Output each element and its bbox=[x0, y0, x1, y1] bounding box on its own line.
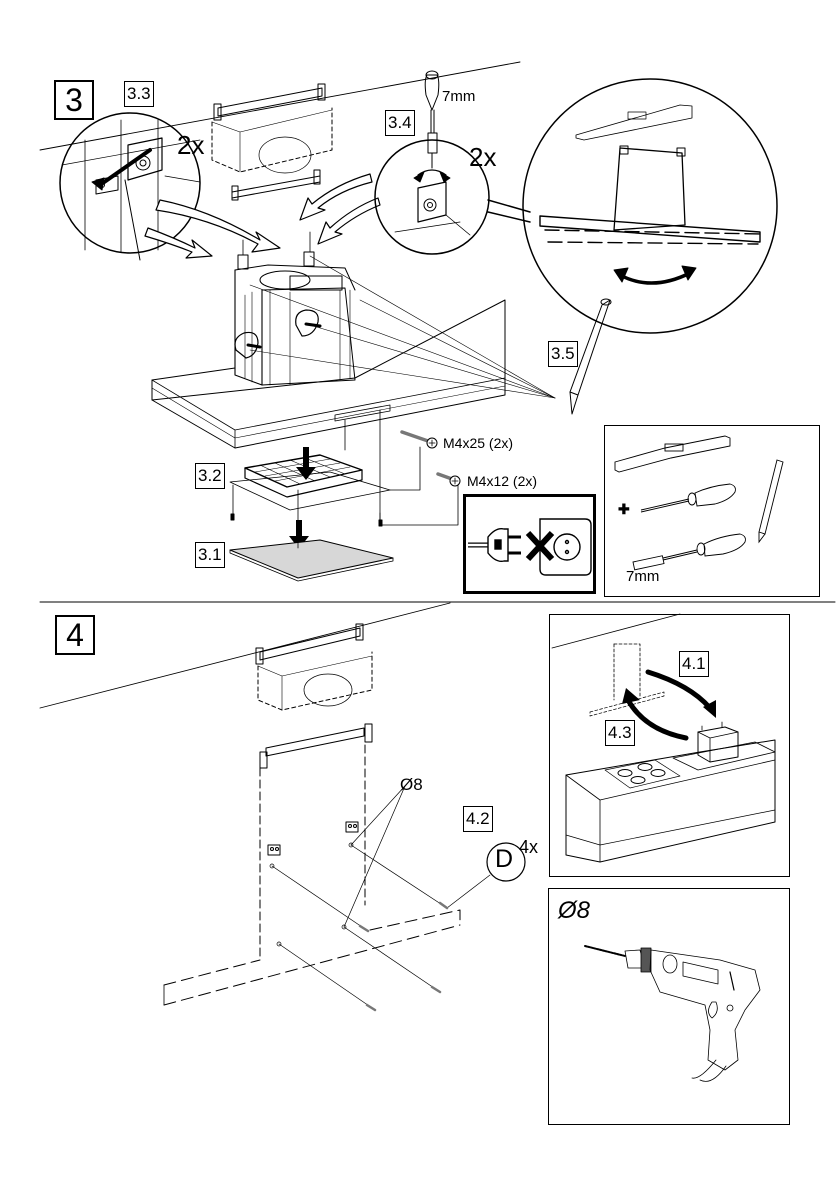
power-drill bbox=[584, 945, 761, 1082]
screw-spec-m4x25: M4x25 (2x) bbox=[443, 435, 514, 451]
drill-diameter-label: Ø8 bbox=[400, 775, 423, 794]
substep-3-3-label: 3.3 bbox=[124, 81, 154, 107]
nut-driver-icon bbox=[632, 533, 746, 571]
drill-holes bbox=[269, 785, 491, 1011]
pencil-icon bbox=[758, 459, 784, 544]
fixing-multiplier: 4x bbox=[519, 837, 539, 857]
nut-driver-size-label: 7mm bbox=[442, 88, 476, 105]
ceiling-line bbox=[39, 61, 521, 151]
substep-3-4-label: 3.4 bbox=[385, 110, 415, 136]
detail-3-3-multiplier: 2x bbox=[177, 130, 205, 160]
screw-spec-m4x12: M4x12 (2x) bbox=[467, 473, 538, 489]
detail-circle-3-4 bbox=[374, 70, 490, 255]
fixing-circle bbox=[486, 842, 526, 882]
wall-bracket-left bbox=[267, 844, 281, 856]
screw-m4x25 bbox=[400, 430, 438, 449]
unplug-warning-panel bbox=[463, 494, 596, 594]
phillips-screwdriver-icon bbox=[640, 483, 736, 513]
detail-circle-levelling bbox=[522, 78, 778, 334]
ceiling-duct-top bbox=[211, 83, 333, 201]
carbon-filter bbox=[229, 539, 394, 582]
kitchen-scene bbox=[551, 613, 776, 863]
screw-m4x12 bbox=[436, 472, 461, 487]
hood-motor-unit bbox=[234, 231, 356, 386]
nut-driver-size-tools-label: 7mm bbox=[626, 568, 660, 585]
chimney-outline bbox=[163, 723, 461, 1006]
substep-4-3-label: 4.3 bbox=[605, 720, 635, 746]
wall-bracket-right bbox=[345, 821, 359, 833]
drill-panel-diameter-label: Ø8 bbox=[558, 897, 591, 924]
wall-plugs bbox=[358, 901, 449, 1012]
substep-3-2-label: 3.2 bbox=[195, 463, 225, 489]
unplug-warning-icon bbox=[468, 518, 592, 576]
tools-illustration bbox=[614, 435, 784, 571]
move-arrows bbox=[622, 669, 716, 741]
step-3-number: 3 bbox=[54, 80, 94, 120]
marking-lines bbox=[249, 255, 556, 399]
substep-4-1-label: 4.1 bbox=[679, 651, 709, 677]
pencil-marker bbox=[569, 298, 612, 415]
spirit-level-icon bbox=[614, 435, 731, 473]
direction-arrows-step3 bbox=[144, 173, 381, 259]
ceiling-duct-step4 bbox=[255, 623, 373, 711]
drill-panel bbox=[548, 888, 790, 1125]
filter-cassette bbox=[229, 446, 459, 527]
substep-4-2-label: 4.2 bbox=[463, 806, 493, 832]
tools-panel: ✚ 7mm bbox=[604, 425, 820, 597]
fixing-letter: D bbox=[495, 845, 514, 873]
ceiling-line-step4 bbox=[39, 602, 451, 709]
detail-circle-3-3 bbox=[59, 112, 201, 261]
substep-3-5-label: 3.5 bbox=[548, 341, 578, 367]
phillips-symbol: ✚ bbox=[618, 501, 630, 517]
positioning-panel bbox=[549, 614, 790, 877]
step-4-number: 4 bbox=[55, 615, 95, 655]
detail-3-4-multiplier: 2x bbox=[469, 142, 497, 172]
substep-3-1-label: 3.1 bbox=[195, 542, 225, 568]
hood-canopy bbox=[151, 299, 506, 525]
